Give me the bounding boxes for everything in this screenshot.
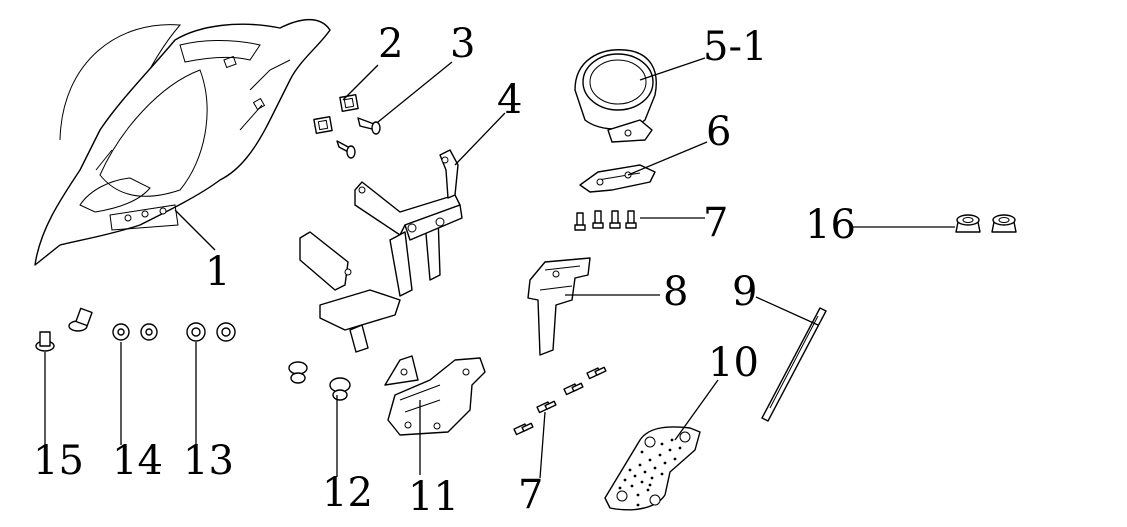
label-16: 16 [805,202,856,248]
label-13: 13 [183,438,234,484]
label-7-lower: 7 [518,472,543,518]
label-8: 8 [663,269,688,315]
part-4-bracket-frame [299,149,463,353]
label-11: 11 [408,474,459,520]
part-number-labels: 1 2 3 4 5-1 6 7 8 9 10 11 12 13 14 15 16… [33,21,856,520]
leader-lines [44,57,955,479]
part-14-washers [112,323,158,341]
part-12-grommets [288,361,351,401]
label-15: 15 [33,438,84,484]
label-7-upper: 7 [703,200,728,246]
label-2: 2 [378,21,403,67]
part-11-lower-bracket [384,355,486,436]
part-7-bolts-lower [513,366,607,436]
part-8-bracket [527,257,591,356]
label-1: 1 [205,249,230,295]
part-16-nuts [955,214,1017,233]
part-1-headlight-cowl [34,18,331,266]
part-13-washers [186,322,236,342]
label-5-1: 5-1 [703,24,767,70]
label-9: 9 [732,269,757,315]
part-9-strip [761,307,827,422]
part-3-screws [336,117,381,159]
part-2-clips [313,94,359,134]
label-14: 14 [112,438,163,484]
label-12: 12 [322,470,373,516]
label-3: 3 [450,21,475,67]
plate-perforations [618,438,682,507]
part-5-1-meter [574,49,657,143]
label-10: 10 [708,340,759,386]
label-6: 6 [706,109,731,155]
part-7-bolts-upper [574,210,637,231]
part-10-perforated-plate [604,426,701,511]
label-4: 4 [497,77,522,123]
part-15-rivets [35,307,93,352]
